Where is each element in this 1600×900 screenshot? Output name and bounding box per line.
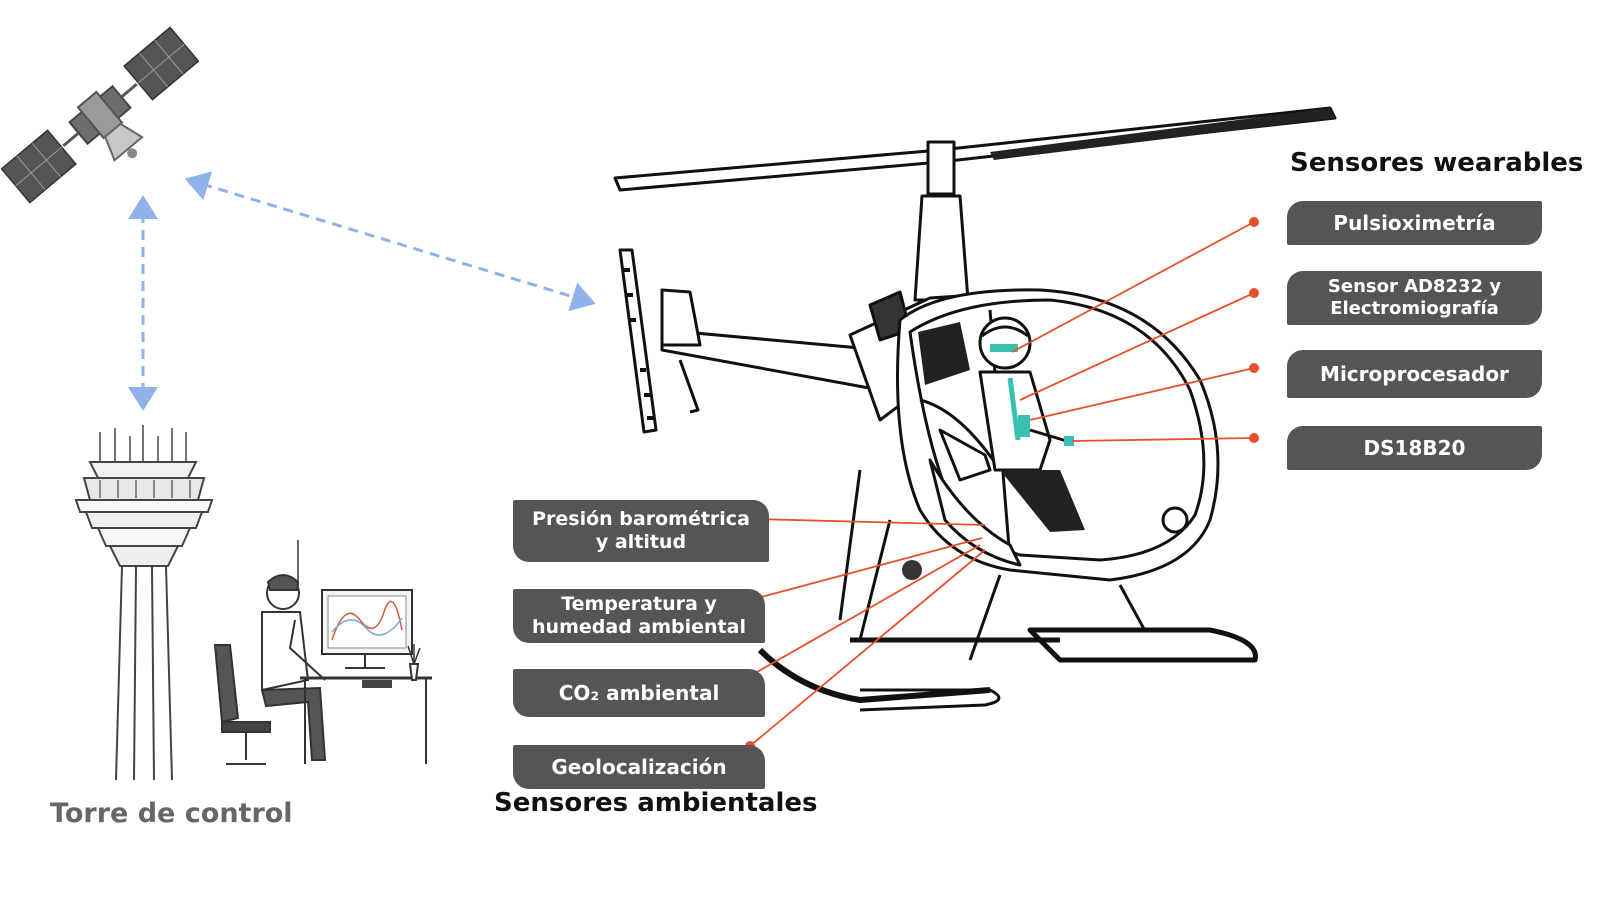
helicopter-with-pilot-icon [613,106,1337,712]
sensor-pill-ds18b20: DS18B20 [1287,426,1542,470]
wearables-heading: Sensores wearables [1290,148,1584,178]
connector-geolocalizacion [745,549,986,751]
connector-temperatura [745,537,983,605]
operator-at-desk-icon [213,540,432,765]
connector-co2 [745,544,981,681]
satellite-icon [0,26,200,204]
sensor-pill-label: Pulsioximetría [1333,211,1496,235]
control-tower-icon [74,425,214,781]
ambientales-heading: Sensores ambientales [494,788,818,818]
sensor-pill-co2: CO₂ ambiental [513,669,765,717]
sensor-pill-label: DS18B20 [1363,436,1466,460]
sensor-pill-label: Microprocesador [1320,362,1509,386]
satellite-helicopter-link-arrow [184,171,596,312]
connector-microprocesador [1029,363,1259,421]
sensor-pill-label: Presión barométrica y altitud [532,508,750,553]
sensor-pill-label: Temperatura y humedad ambiental [532,593,746,638]
connector-ad8232 [1019,288,1259,401]
sensor-pill-pulsioximetria: Pulsioximetría [1287,201,1542,245]
sensor-pill-ad8232: Sensor AD8232 y Electromiografía [1287,271,1542,325]
connector-ds18b20 [1071,433,1259,443]
sensor-pill-label: Geolocalización [551,755,727,779]
tower-label: Torre de control [50,798,293,829]
sensor-pill-microprocesador: Microprocesador [1287,350,1542,398]
connector-pulsioximetria [1011,217,1259,353]
sensor-pill-geolocalizacion: Geolocalización [513,745,765,789]
sensor-pill-temperatura: Temperatura y humedad ambiental [513,589,765,643]
sensor-pill-label: Sensor AD8232 y Electromiografía [1327,276,1502,319]
sensor-pill-presion: Presión barométrica y altitud [513,500,769,562]
sensor-pill-label: CO₂ ambiental [558,681,720,705]
